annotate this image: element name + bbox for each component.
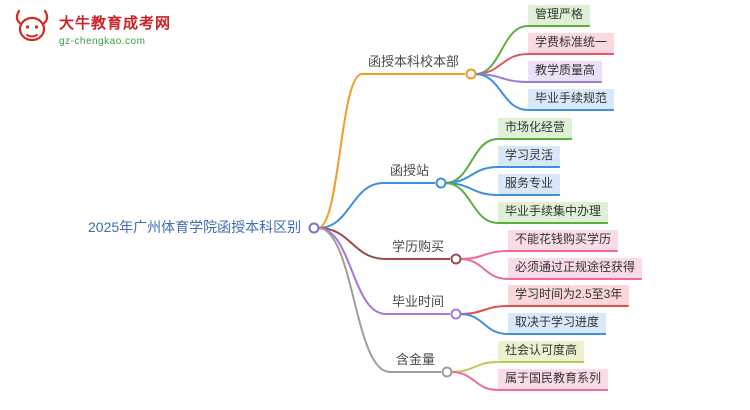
node-endpoint-circle [435,177,447,189]
branch-connector [450,361,499,373]
leaf-node: 服务专业 [498,174,561,196]
leaf-node: 管理严格 [528,5,591,27]
branch-connector [459,305,509,315]
branch-label: 毕业时间 [386,292,451,316]
branch-label: 含金量 [390,350,442,374]
leaf-node: 不能花钱购买学历 [508,230,619,252]
leaf-node: 取决于学习进度 [508,313,607,335]
branch-label: 函授站 [384,161,436,185]
logo-title: 大牛教育成考网 [59,15,172,32]
site-logo[interactable]: 大牛教育成考网 gz-chengkao.com [12,8,171,51]
branch-connector [459,258,509,280]
branch-connector [459,313,509,335]
leaf-node: 属于国民教育系列 [498,369,609,391]
leaf-node: 社会认可度高 [498,341,585,363]
branch-connector [444,182,499,224]
node-endpoint-circle [450,253,462,265]
branch-connector [317,182,385,229]
branch-connector [317,73,363,229]
leaf-node: 学费标准统一 [528,33,615,55]
branch-connector [444,138,499,184]
node-endpoint-circle [450,308,462,320]
leaf-node: 市场化经营 [498,118,573,140]
leaf-node: 教学质量高 [528,61,603,83]
branch-connector [474,73,529,111]
branch-label: 函授本科校本部 [362,52,466,76]
node-endpoint-circle [465,68,477,80]
central-topic: 2025年广州体育学院函授本科区别 [88,219,302,235]
logo-domain: gz-chengkao.com [59,36,146,47]
leaf-node: 必须通过正规途径获得 [508,258,643,280]
logo-text: 大牛教育成考网 gz-chengkao.com [59,12,171,47]
branch-label: 学历购买 [386,237,451,261]
leaf-node: 毕业手续规范 [528,89,615,111]
branch-connector [459,250,509,260]
branch-connector [450,371,499,391]
bull-icon [12,8,52,51]
branch-connector [317,227,387,315]
leaf-node: 学习灵活 [498,146,561,168]
branch-connector [317,227,387,260]
branch-connector [317,227,391,373]
node-endpoint-circle [441,366,453,378]
leaf-node: 毕业手续集中办理 [498,202,609,224]
branch-connector [474,53,529,75]
branch-connector [474,25,529,75]
leaf-node: 学习时间为2.5至3年 [508,285,630,307]
node-endpoint-circle [308,222,320,234]
